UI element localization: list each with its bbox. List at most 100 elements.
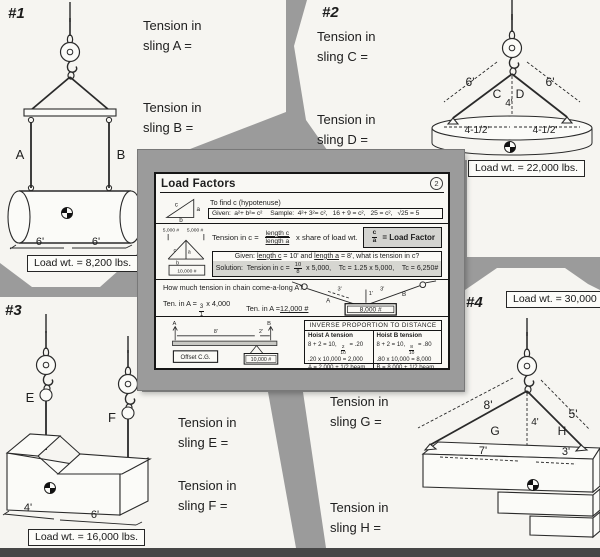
lf-equals: = Load Factor <box>382 232 435 242</box>
tension-f-line2: sling F = <box>178 498 228 514</box>
mini-a: a <box>188 250 191 256</box>
tension-a-line1: Tension in <box>143 18 202 33</box>
formula-pre: Tension in c = <box>212 232 259 242</box>
b-den: 10 <box>408 350 415 356</box>
offset-cg-label: Offset C.G. <box>181 355 211 361</box>
crane-hook-icon <box>516 331 538 394</box>
right-triangle-icon: c a b <box>165 198 200 222</box>
beam-weight-box-outer <box>243 353 279 365</box>
dim-6ft: 6' <box>91 509 99 521</box>
tension-e-line1: Tension in <box>178 415 237 430</box>
tension-sling-f-label: Tension in sling F = <box>178 476 237 516</box>
beam-weight: 10,000 # <box>251 357 272 363</box>
lf-fraction: c a <box>371 229 378 245</box>
chain-dim-right: 3' <box>380 286 384 292</box>
half-left: 4-1/2' <box>465 125 490 136</box>
sling-d-length: 6' <box>546 75 555 89</box>
mini-weight-box: 10,000 # <box>177 268 196 274</box>
t1-pre: Ten. in A = <box>163 299 197 308</box>
ex-length-c: length c <box>256 252 282 260</box>
chain-weight: 8,000 # <box>360 307 382 314</box>
divider <box>156 279 448 280</box>
tension-sling-h-label: Tension in sling H = <box>330 498 389 538</box>
sol-pre: Solution: Tension in c = <box>215 264 290 272</box>
example-given-line: Given: length c = 10' and length a = 8',… <box>213 251 441 261</box>
sol-den: 8 <box>296 268 300 275</box>
beam-row: A B 8' 2' Offset C.G. 10,000 # INV <box>160 317 444 368</box>
dim-line-top <box>439 456 577 465</box>
hook-wheel-icon <box>121 406 135 420</box>
tension-h-line1: Tension in <box>330 500 389 515</box>
hoist-a-row2: .20 x 10,000 = 2,000 <box>308 356 363 363</box>
hoist-f-hook-icon <box>117 349 139 412</box>
tension-e-line2: sling E = <box>178 435 229 451</box>
hoist-b-title: Hoist B tension <box>376 332 422 339</box>
load-weight-box-1: Load wt. = 8,200 lbs. <box>27 255 139 272</box>
rig2-disk-sling-drawing: 6' 6' C D 4' 4-1/2' 4-1/2' <box>431 0 593 156</box>
mini-c: c <box>174 248 177 254</box>
block-top-left-plateau <box>5 433 62 457</box>
tension-sling-d-label: Tension in sling D = <box>317 110 376 150</box>
hoist-a-arrow <box>172 325 178 341</box>
lf-num: c <box>371 229 378 238</box>
hoist-a-row3: A = 2,000 + 1/2 beam wt. <box>308 365 366 370</box>
offset-cg-box <box>172 350 219 363</box>
hoist-a-title: Hoist A tension <box>308 332 353 339</box>
crane-hook-icon <box>501 13 523 76</box>
tension-g-line2: sling G = <box>330 414 382 430</box>
chain-b-line <box>361 285 421 307</box>
spreader-bar-icon <box>23 108 117 117</box>
lf-den: a <box>372 236 377 244</box>
hoist-e-hook-icon <box>35 330 57 393</box>
block-top-right-face <box>56 453 152 475</box>
tier3-right-face <box>592 511 600 539</box>
drum-end-left <box>7 190 31 244</box>
sling-c-line <box>452 73 513 119</box>
hoist-b-row3: B = 8,000 + 1/2 beam wt. <box>376 365 435 370</box>
hoist-b-row2: .80 x 10,000 = 8,000 <box>376 356 432 363</box>
weight-box-outer <box>344 303 397 316</box>
table-header: INVERSE PROPORTION TO DISTANCE <box>305 321 441 331</box>
divider <box>156 223 448 224</box>
frac-den: length a <box>265 237 290 245</box>
shackle-icon <box>105 116 113 124</box>
frac-num: length c <box>264 229 291 238</box>
tier1-front-face <box>422 453 594 493</box>
dim-line-6ft-left <box>443 61 498 103</box>
cg-symbol-icon <box>504 141 516 153</box>
dim-3ft-arrow <box>327 290 350 299</box>
tension-f-line1: Tension in <box>178 478 237 493</box>
tension-c-line2: sling C = <box>317 49 368 65</box>
dim-line-6ft-right <box>526 61 581 103</box>
dim-line-5ft <box>540 379 591 431</box>
come-a-long-icon <box>301 283 308 290</box>
sling-c-letter: C <box>493 87 502 101</box>
ex-g3: = 8', what is tension in c? <box>339 252 420 260</box>
example-box: Given: length c = 10' and length a = 8',… <box>212 250 442 277</box>
section3-number: #3 <box>5 302 22 319</box>
section1-number: #1 <box>8 5 25 22</box>
sample-formula: Sample: 4²+ 3²= c², 16 + 9 = c², 25 = c²… <box>270 209 420 217</box>
sling-d-letter: D <box>516 87 525 101</box>
hoist-b-letter: B <box>267 321 271 327</box>
tension-b-line2: sling B = <box>143 120 194 136</box>
sol-num: 10 <box>293 261 303 269</box>
cg-symbol-icon <box>44 482 56 494</box>
tier2-front-face <box>497 491 594 517</box>
find-c-heading: To find c (hypotenuse) <box>210 197 281 207</box>
sling-g-letter: G <box>490 424 499 438</box>
a-num: 2 <box>340 344 346 351</box>
formula-post: x share of load wt. <box>296 232 358 242</box>
chain-dim-left: 3' <box>338 286 342 292</box>
hook-wheel-icon <box>39 388 53 402</box>
b-r1-text: 8 + 2 = 10, <box>376 341 406 348</box>
t1-num: 3 <box>198 304 205 312</box>
length-fraction: length c length a <box>264 229 291 245</box>
dim-4ft: 4' <box>24 502 32 514</box>
tier2-right-face <box>592 488 600 518</box>
hoist-b-arrow <box>268 325 274 341</box>
section4-number: #4 <box>466 294 483 311</box>
